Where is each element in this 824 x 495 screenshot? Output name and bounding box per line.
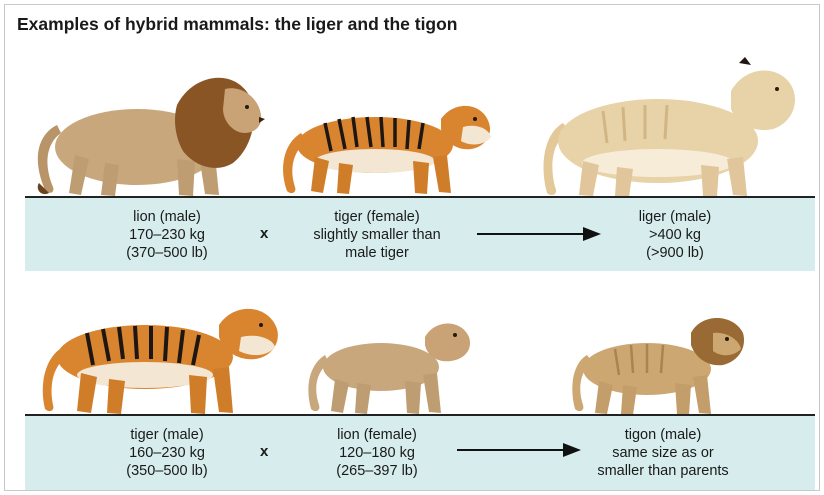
row-2-cross-symbol: x xyxy=(260,443,268,460)
row-1-parent2-label: tiger (female) slightly smaller than mal… xyxy=(287,208,467,262)
figure-frame: Examples of hybrid mammals: the liger an… xyxy=(4,4,820,491)
tigon-illustration xyxy=(563,307,749,417)
row-1-cross-symbol: x xyxy=(260,225,268,242)
figure-title: Examples of hybrid mammals: the liger an… xyxy=(17,14,458,35)
row-1-offspring-label: liger (male) >400 kg (>900 lb) xyxy=(585,208,765,262)
row-2-parent2-label: lion (female) 120–180 kg (265–397 lb) xyxy=(287,426,467,480)
male-tiger-illustration xyxy=(33,295,283,417)
female-lion-illustration xyxy=(299,313,479,417)
female-tiger-illustration xyxy=(273,89,498,199)
row-2-arrow xyxy=(457,443,581,457)
row-1-arrow xyxy=(477,227,601,241)
male-lion-illustration xyxy=(27,55,267,200)
row-1-parent1-label: lion (male) 170–230 kg (370–500 lb) xyxy=(77,208,257,262)
row-2-parent1-label: tiger (male) 160–230 kg (350–500 lb) xyxy=(77,426,257,480)
liger-illustration xyxy=(533,53,803,201)
row-2-offspring-label: tigon (male) same size as or smaller tha… xyxy=(573,426,753,480)
